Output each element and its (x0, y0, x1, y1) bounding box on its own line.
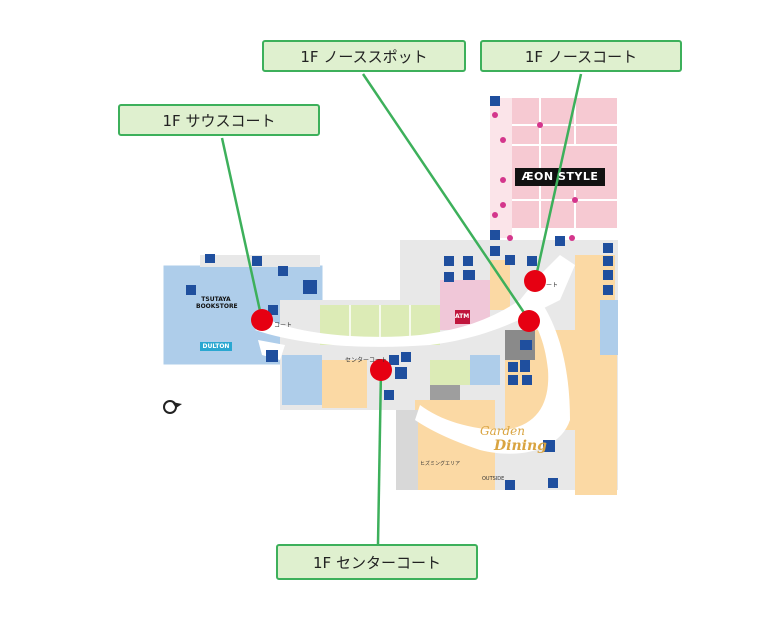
dulton-label: DULTON (200, 342, 232, 351)
north-court-small-label: ート (546, 282, 559, 289)
aeon-style-label: ÆON STYLE (521, 170, 599, 183)
aeon-style-area (490, 98, 617, 238)
south-court-small-label: コート (274, 322, 293, 329)
smoking-label: ヒズミングエリア (420, 461, 461, 467)
callout-north-spot: 1F ノーススポット (262, 40, 466, 72)
marker-center-court (370, 359, 392, 381)
atm-label: ATM (455, 313, 470, 320)
callout-north-court: 1F ノースコート (480, 40, 682, 72)
facility-icons (186, 96, 613, 490)
marker-south-court (251, 309, 273, 331)
marker-north-court (524, 270, 546, 292)
compass-icon (163, 400, 182, 414)
outside-label: OUTSIDE (482, 476, 505, 482)
center-court-small-label: センターコート (345, 357, 388, 364)
location-markers (251, 270, 546, 381)
garden-label: Garden (480, 424, 525, 438)
callout-center-court: 1F センターコート (276, 544, 478, 580)
aeon-markers (492, 112, 578, 241)
callout-lines (220, 73, 583, 545)
marker-north-spot (518, 310, 540, 332)
dining-label: Dining (494, 438, 547, 454)
callout-south-court: 1F サウスコート (118, 104, 320, 136)
tsutaya-label: TSUTAYA BOOKSTORE (196, 296, 238, 310)
